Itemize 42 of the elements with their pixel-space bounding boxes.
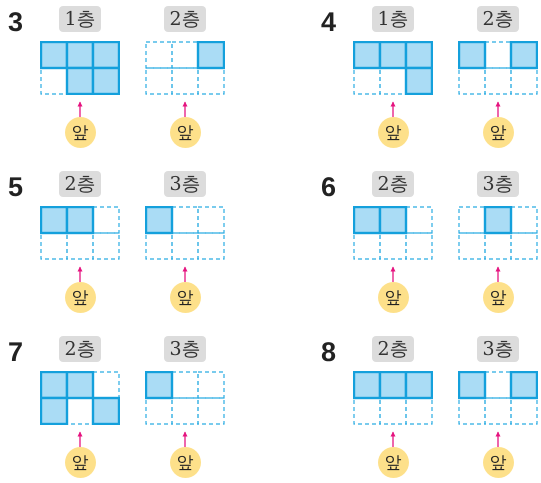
arrow [390,102,396,117]
layer-label: 3층 [477,171,519,197]
front-label-circle: 앞 [64,117,96,148]
front-label-circle: 앞 [378,117,408,148]
layer-label: 2층 [372,171,414,197]
layer-label: 2층 [164,6,206,32]
problem-number: 6 [321,172,336,202]
front-label-circle: 앞 [64,447,96,478]
front-label-circle: 앞 [170,117,200,148]
front-label-circle: 앞 [482,282,514,313]
layer-label: 3층 [477,336,519,362]
arrow [496,432,500,447]
arrow [496,102,500,117]
arrow [78,432,82,447]
layer-label: 2층 [477,6,519,32]
arrow [78,266,82,282]
problem-number: 8 [321,337,336,367]
arrow [182,102,188,117]
problem-number: 3 [8,7,24,37]
problem-number: 5 [8,172,24,202]
layer-label: 3층 [164,336,206,362]
layer-label: 1층 [59,6,101,32]
arrow [390,266,396,282]
arrow [78,102,82,117]
layer-label: 2층 [59,336,101,362]
arrow [390,432,396,447]
front-label-circle: 앞 [64,282,96,313]
arrow [182,432,188,447]
front-label-circle: 앞 [170,447,200,478]
layer-label: 1층 [372,6,414,32]
front-label-circle: 앞 [170,282,200,313]
layer-label: 2층 [372,336,414,362]
arrow [496,266,500,282]
problem-number: 7 [8,337,24,367]
arrow [182,266,188,282]
front-label-circle: 앞 [482,447,514,478]
problem-number: 4 [321,7,336,37]
layer-label: 2층 [59,171,101,197]
layer-label: 3층 [164,171,206,197]
front-label-circle: 앞 [482,117,514,148]
front-label-circle: 앞 [378,447,408,478]
front-label-circle: 앞 [378,282,408,313]
